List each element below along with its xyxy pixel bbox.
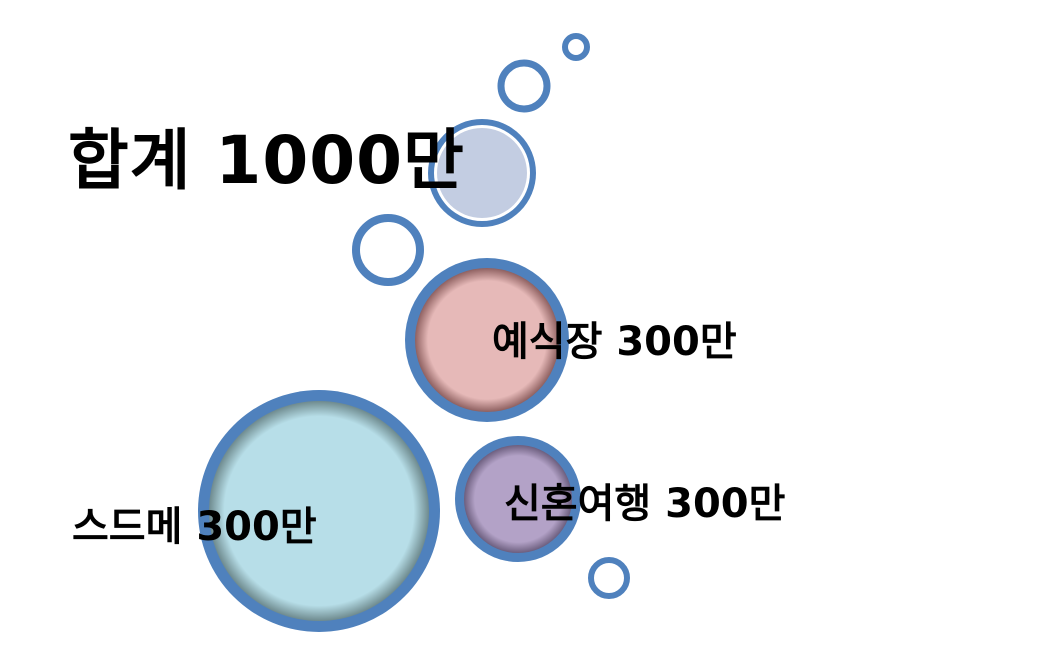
decor-ring-small-top — [497, 59, 551, 113]
total-title: 합계 1000만 — [68, 122, 465, 199]
honeymoon-bubble — [464, 445, 572, 553]
venue-label: 예식장 300만 — [492, 319, 737, 365]
decor-ring-tiny — [562, 33, 590, 61]
decor-ring-left — [352, 214, 424, 286]
total-bubble — [437, 128, 527, 218]
venue-bubble — [415, 268, 559, 412]
sdm-bubble — [209, 401, 429, 621]
honeymoon-label: 신혼여행 300만 — [504, 481, 786, 527]
sdm-label: 스드메 300만 — [72, 504, 317, 550]
decor-ring-bottom — [588, 557, 630, 599]
